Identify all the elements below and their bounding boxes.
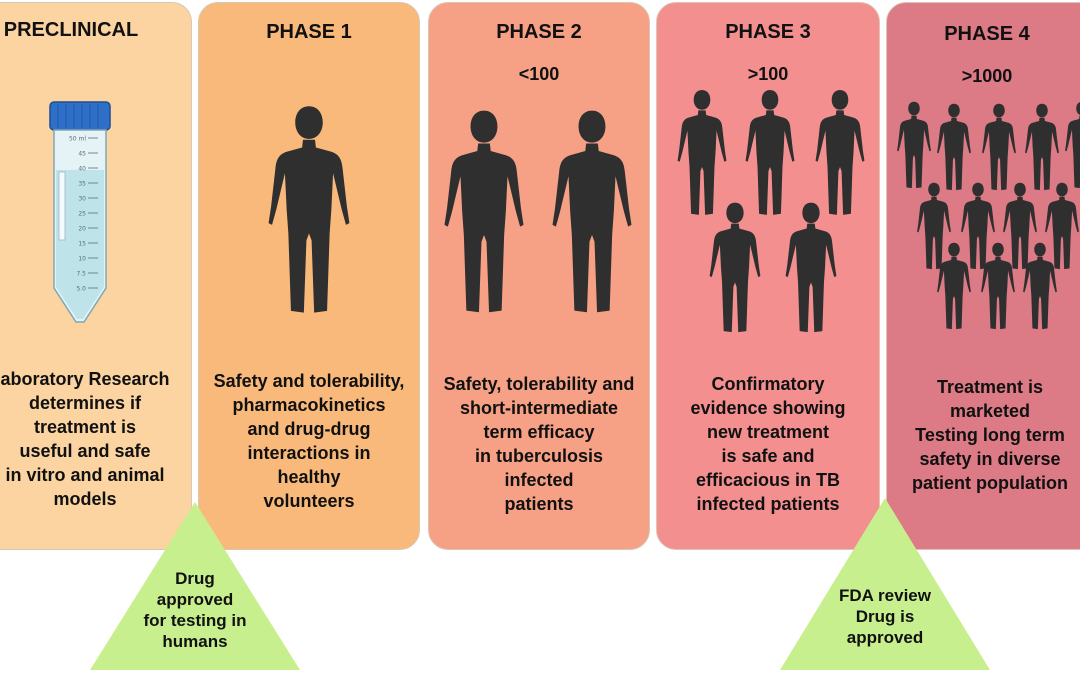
desc-line: volunteers bbox=[263, 491, 355, 511]
milestone-line: Drug is bbox=[855, 607, 915, 626]
milestone-triangle-fda-approved bbox=[780, 498, 990, 670]
person-silhouette-icon bbox=[1045, 182, 1079, 270]
person-silhouette-icon bbox=[982, 103, 1016, 191]
card-description: Safety and tolerability, pharmacokinetic… bbox=[199, 369, 419, 513]
milestone-label: Drug approved for testing in humans bbox=[105, 568, 285, 652]
person-silhouette-icon bbox=[897, 101, 931, 189]
desc-line: evidence showing bbox=[690, 398, 846, 418]
tube-mark-label: 30 bbox=[78, 196, 86, 203]
desc-line: healthy bbox=[277, 467, 341, 487]
participant-count: >1000 bbox=[961, 66, 1013, 86]
tube-mark-label: 35 bbox=[78, 181, 86, 188]
card-title: PHASE 2 bbox=[496, 21, 582, 43]
desc-line: infected patients bbox=[696, 494, 840, 514]
desc-line: efficacious in TB bbox=[695, 470, 841, 490]
phase2-people bbox=[444, 110, 632, 313]
card-description: Treatment is marketed Testing long term … bbox=[901, 375, 1079, 495]
desc-line: in vitro and animal bbox=[5, 465, 165, 485]
desc-line: patient population bbox=[912, 473, 1068, 493]
participant-count: <100 bbox=[518, 64, 560, 84]
milestone-triangle-drug-approved bbox=[90, 502, 300, 670]
phase1-people bbox=[268, 106, 350, 313]
tube-mark-label: 20 bbox=[78, 226, 86, 233]
person-silhouette-icon bbox=[709, 202, 761, 333]
card-title: PHASE 3 bbox=[725, 21, 811, 43]
desc-line: patients bbox=[504, 494, 574, 514]
card-description: Safety, tolerability and short-intermedi… bbox=[429, 372, 649, 516]
desc-line: pharmacokinetics bbox=[232, 395, 386, 415]
person-silhouette-icon bbox=[444, 110, 524, 313]
milestone-line: humans bbox=[162, 632, 228, 651]
desc-line: new treatment bbox=[706, 422, 830, 442]
milestone-label: FDA review Drug is approved bbox=[795, 585, 975, 648]
desc-line: infected bbox=[504, 470, 574, 490]
desc-line: Safety and tolerability, bbox=[213, 371, 405, 391]
person-silhouette-icon bbox=[981, 242, 1015, 330]
milestone-line: for testing in bbox=[143, 611, 247, 630]
desc-line: interactions in bbox=[247, 443, 371, 463]
milestone-line: approved bbox=[156, 590, 234, 609]
desc-line: determines if bbox=[28, 393, 142, 413]
tube-mark-label: 45 bbox=[78, 151, 86, 158]
phase4-people bbox=[897, 101, 1080, 330]
tube-mark-label: 7.5 bbox=[76, 271, 86, 278]
person-silhouette-icon bbox=[917, 182, 951, 270]
desc-line: is safe and bbox=[721, 446, 815, 466]
tube-mark-label: 10 bbox=[78, 256, 86, 263]
card-title: PRECLINICAL bbox=[3, 19, 139, 41]
person-silhouette-icon bbox=[552, 110, 632, 313]
person-silhouette-icon bbox=[677, 90, 727, 215]
tube-mark-label: 5.0 bbox=[76, 286, 86, 293]
person-silhouette-icon bbox=[937, 242, 971, 330]
person-silhouette-icon bbox=[1023, 242, 1057, 330]
centrifuge-tube-icon: 50 ml 45 40 35 30 25 20 15 10 7.5 5.0 bbox=[49, 101, 111, 323]
tube-mark-label: 40 bbox=[78, 166, 86, 173]
card-title: PHASE 4 bbox=[944, 23, 1030, 45]
card-title: PHASE 1 bbox=[266, 21, 352, 43]
person-silhouette-icon bbox=[745, 90, 795, 215]
milestone-line: Drug bbox=[175, 569, 215, 588]
desc-line: treatment is bbox=[33, 417, 137, 437]
milestone-line: approved bbox=[846, 628, 924, 647]
card-description: aboratory Research determines if treatme… bbox=[0, 367, 191, 511]
phase2-card: PHASE 2 <100 Safety, tolerability and sh… bbox=[428, 2, 650, 550]
person-silhouette-icon bbox=[815, 90, 865, 215]
desc-line: aboratory Research bbox=[0, 369, 170, 389]
milestone-line: FDA review bbox=[839, 586, 931, 605]
desc-line: Treatment is bbox=[936, 377, 1044, 397]
person-silhouette-icon bbox=[1025, 103, 1059, 191]
tube-mark-label: 50 ml bbox=[69, 136, 86, 143]
desc-line: Confirmatory bbox=[711, 374, 825, 394]
person-silhouette-icon bbox=[961, 182, 995, 270]
tube-mark-label: 15 bbox=[78, 241, 86, 248]
tube-mark-label: 25 bbox=[78, 211, 86, 218]
person-silhouette-icon bbox=[1003, 182, 1037, 270]
phase3-people bbox=[677, 90, 865, 333]
preclinical-card: PRECLINICAL aboratory Research determine… bbox=[0, 2, 192, 550]
desc-line: Testing long term bbox=[915, 425, 1065, 445]
person-silhouette-icon bbox=[1065, 101, 1080, 189]
desc-line: in tuberculosis bbox=[474, 446, 604, 466]
person-silhouette-icon bbox=[937, 103, 971, 191]
tube-scale: 50 ml 45 40 35 30 25 20 15 10 7.5 5.0 bbox=[69, 136, 98, 293]
desc-line: Safety, tolerability and bbox=[443, 374, 635, 394]
participant-count: >100 bbox=[747, 64, 789, 84]
desc-line: marketed bbox=[949, 401, 1031, 421]
card-description: Confirmatory evidence showing new treatm… bbox=[657, 372, 879, 516]
desc-line: models bbox=[53, 489, 117, 509]
person-silhouette-icon bbox=[785, 202, 837, 333]
desc-line: and drug-drug bbox=[247, 419, 371, 439]
desc-line: short-intermediate bbox=[459, 398, 619, 418]
desc-line: safety in diverse bbox=[919, 449, 1061, 469]
desc-line: useful and safe bbox=[19, 441, 151, 461]
person-silhouette-icon bbox=[268, 106, 350, 313]
phase1-card: PHASE 1 Safety and tolerability, pharmac… bbox=[198, 2, 420, 550]
desc-line: term efficacy bbox=[483, 422, 595, 442]
